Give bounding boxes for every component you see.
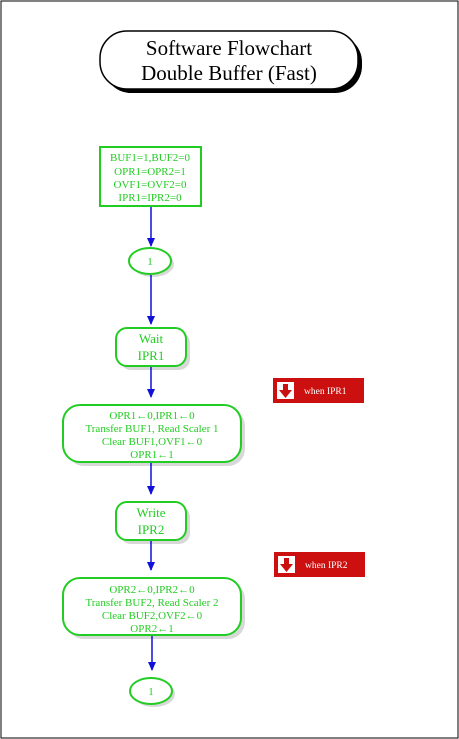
process1-box: OPR1←0,IPR1←0 Transfer BUF1, Read Scaler…	[62, 404, 245, 466]
interrupt-1-label: when IPR1	[304, 387, 347, 397]
interrupt-1: when IPR1	[273, 378, 364, 403]
process2-line2: Transfer BUF2, Read Scaler 2	[85, 597, 218, 609]
process1-line2: Transfer BUF1, Read Scaler 1	[85, 423, 218, 435]
title-line2: Double Buffer (Fast)	[141, 61, 317, 85]
init-line4: IPR1=IPR2=0	[118, 192, 182, 204]
connector-bottom: 1	[129, 677, 175, 707]
connector-top-label: 1	[147, 256, 153, 268]
title-box: Software Flowchart Double Buffer (Fast)	[99, 30, 362, 93]
title-line1: Software Flowchart	[146, 36, 312, 60]
process1-line1: OPR1←0,IPR1←0	[109, 410, 195, 422]
init-box: BUF1=1,BUF2=0 OPR1=OPR2=1 OVF1=OVF2=0 IP…	[99, 146, 202, 207]
write-box: Write IPR2	[115, 501, 190, 544]
process1-line4: OPR1←1	[130, 449, 173, 461]
init-line3: OVF1=OVF2=0	[114, 179, 187, 191]
connector-top: 1	[128, 247, 174, 277]
interrupt-2: when IPR2	[274, 552, 365, 577]
init-line2: OPR1=OPR2=1	[114, 166, 186, 178]
wait-line1: Wait	[139, 331, 164, 346]
write-line1: Write	[136, 505, 165, 520]
wait-line2: IPR1	[138, 348, 165, 363]
connector-bottom-label: 1	[148, 686, 154, 698]
write-line2: IPR2	[138, 522, 165, 537]
interrupt-2-label: when IPR2	[305, 561, 348, 571]
down-arrow-icon	[280, 558, 293, 572]
process2-box: OPR2←0,IPR2←0 Transfer BUF2, Read Scaler…	[62, 577, 245, 639]
process2-line4: OPR2←1	[130, 623, 173, 635]
process2-line1: OPR2←0,IPR2←0	[109, 584, 195, 596]
wait-box: Wait IPR1	[115, 327, 190, 370]
process2-line3: Clear BUF2,OVF2←0	[102, 610, 203, 622]
init-line1: BUF1=1,BUF2=0	[110, 152, 190, 164]
process1-line3: Clear BUF1,OVF1←0	[102, 436, 203, 448]
down-arrow-icon	[279, 384, 292, 398]
